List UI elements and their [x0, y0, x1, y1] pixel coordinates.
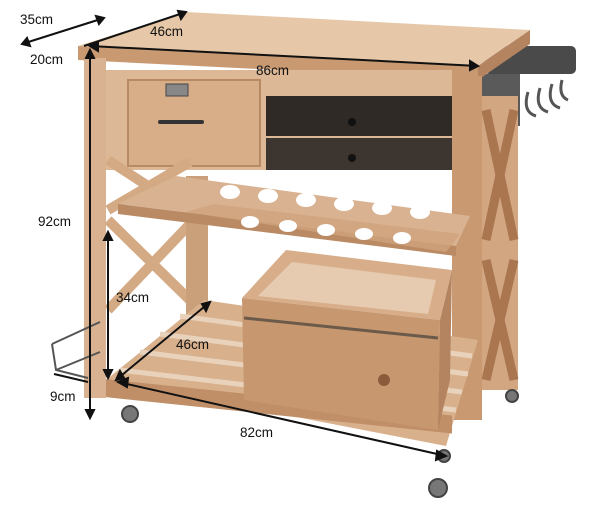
drawer-section [106, 70, 452, 170]
dim-top-width-depth: 46cm [150, 24, 184, 39]
wine-rack [118, 176, 470, 256]
wooden-crate [242, 250, 452, 430]
dim-shelf-height: 34cm [116, 290, 150, 305]
dim-total-width: 86cm [256, 63, 290, 78]
wire-rack [51, 321, 101, 379]
dim-rack-height: 9cm [50, 389, 76, 404]
dark-drawer-bottom [266, 138, 452, 170]
dim-side-offset: 20cm [30, 52, 64, 67]
dim-total-height: 92cm [38, 214, 72, 229]
countertop [78, 12, 530, 80]
dimension-lines [20, 9, 481, 462]
dim-base-width: 82cm [240, 425, 274, 440]
left-leg [84, 58, 106, 398]
dark-drawer-top [266, 96, 452, 136]
dim-shelf-depth: 46cm [176, 337, 210, 352]
dim-top-depth: 35cm [20, 12, 54, 27]
right-side-frame [482, 96, 518, 390]
